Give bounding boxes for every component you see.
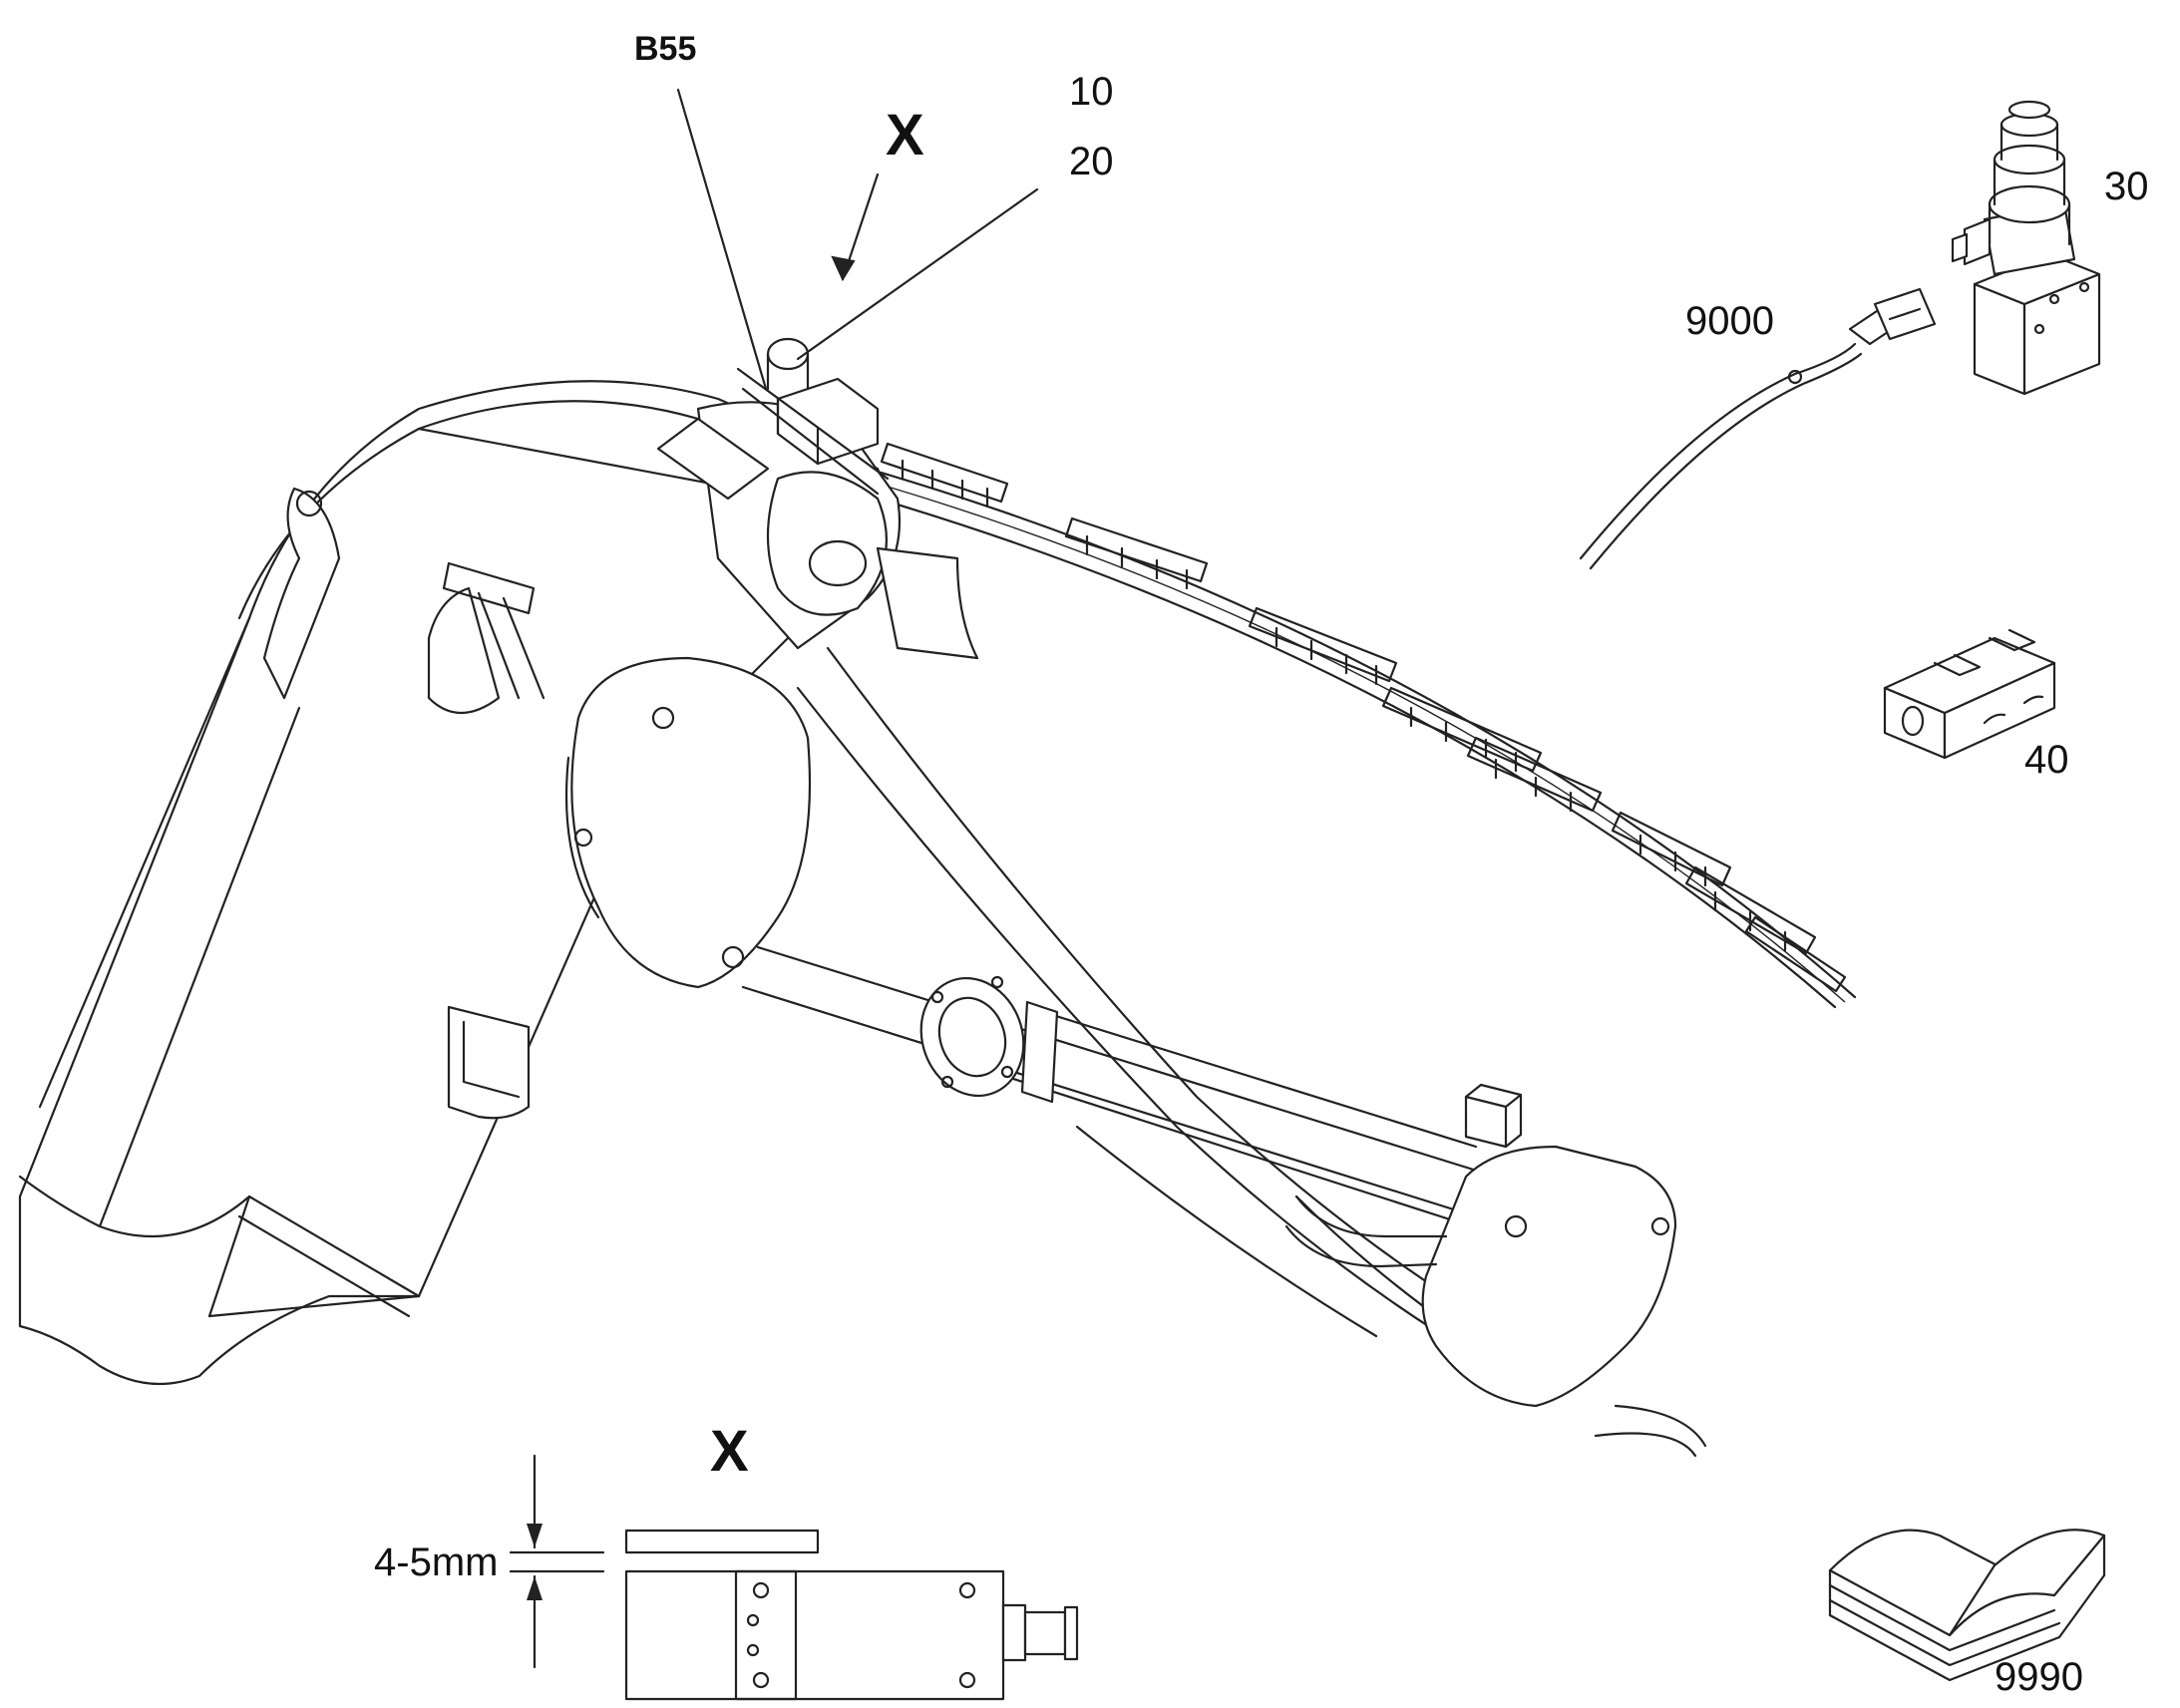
callout-item-30: 30 bbox=[2104, 165, 2149, 208]
gap-dimension-marks bbox=[509, 1454, 605, 1669]
hydraulic-cylinder bbox=[741, 945, 1523, 1223]
boom-assembly bbox=[18, 337, 1857, 1458]
callout-item-20: 20 bbox=[1069, 140, 1114, 183]
hose-arc bbox=[866, 442, 1857, 1009]
callout-item-9000: 9000 bbox=[1685, 299, 1774, 343]
book-icon bbox=[1828, 1529, 2106, 1682]
component-item-30 bbox=[1951, 100, 2101, 396]
link-end-plate bbox=[1284, 1145, 1707, 1458]
boom-body bbox=[18, 380, 888, 1386]
gap-dimension-label: 4-5mm bbox=[374, 1540, 498, 1584]
hose-clips bbox=[880, 442, 1847, 993]
arm-plates bbox=[796, 646, 1528, 1378]
boom-knuckle bbox=[656, 401, 979, 660]
component-item-9000 bbox=[1579, 287, 1937, 570]
detail-target-plate bbox=[624, 1529, 820, 1554]
callout-view-x: X bbox=[886, 103, 924, 168]
detail-sensor-body bbox=[624, 1569, 1079, 1701]
callout-item-9990: 9990 bbox=[1995, 1655, 2083, 1699]
detail-view-label: X bbox=[710, 1419, 749, 1484]
leader-lines bbox=[676, 88, 1039, 391]
component-item-40 bbox=[1883, 628, 2056, 760]
pivot-cover bbox=[564, 656, 812, 989]
proximity-sensor-b55 bbox=[736, 337, 890, 496]
detail-view-x: X 4-5mm bbox=[374, 1419, 1079, 1701]
callout-b55: B55 bbox=[634, 30, 696, 68]
callout-item-40: 40 bbox=[2024, 738, 2069, 782]
callout-item-10: 10 bbox=[1069, 70, 1114, 114]
